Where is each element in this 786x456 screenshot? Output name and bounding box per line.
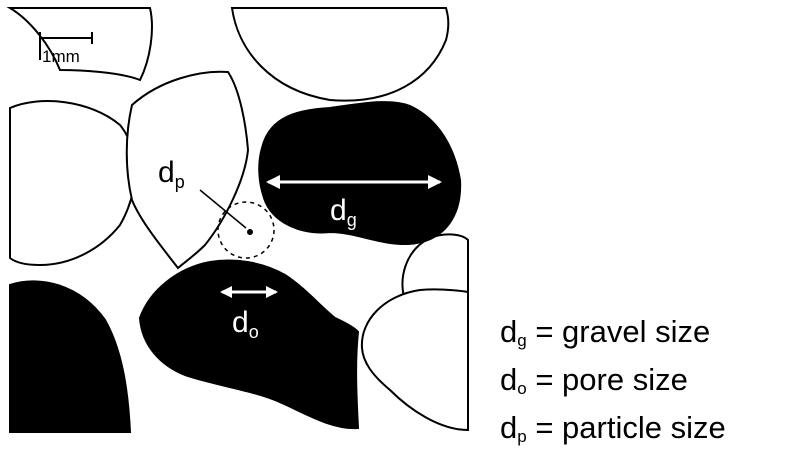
grain-gravel-solid [259,102,460,244]
legend-text: = particle size [527,410,726,445]
legend-text: = pore size [527,362,688,397]
grain-left-middle [10,101,135,265]
grain-bottom-right-open [362,289,468,430]
scale-bar-label: 1mm [42,47,80,66]
legend-text: = gravel size [527,314,711,349]
grain-center-open [127,72,248,268]
legend-symbol: d [500,362,517,397]
legend-symbol: d [500,314,517,349]
legend-symbol: d [500,410,517,445]
legend: dg = gravel size do = pore size dp = par… [500,312,786,456]
grain-top-right [232,8,448,101]
legend-row-particle: dp = particle size [500,408,786,456]
grain-top-left [10,8,152,80]
legend-subscript: g [517,331,526,350]
grain-bottom-left-solid [10,281,130,432]
legend-row-gravel: dg = gravel size [500,312,786,360]
particle-dot [247,229,253,235]
grain-pore-solid [140,261,358,429]
legend-subscript: o [517,379,526,398]
legend-row-pore: do = pore size [500,360,786,408]
